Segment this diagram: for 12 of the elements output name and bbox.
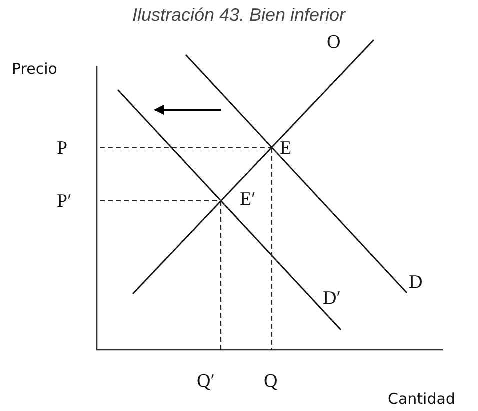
point-label: E′ <box>240 190 256 209</box>
quantity-label: Q <box>264 372 278 391</box>
point-label: E <box>280 139 292 158</box>
price-label: P′ <box>57 192 72 211</box>
figure-title: Ilustración 43. Bien inferior <box>131 6 347 24</box>
axis-label: Cantidad <box>388 392 456 407</box>
price-label: P <box>57 139 68 158</box>
curve-label: D <box>409 273 423 292</box>
curve-label: O <box>327 33 341 52</box>
curve-label: D′ <box>323 289 341 308</box>
quantity-label: Q′ <box>197 372 215 391</box>
axis-label: Precio <box>12 62 58 77</box>
